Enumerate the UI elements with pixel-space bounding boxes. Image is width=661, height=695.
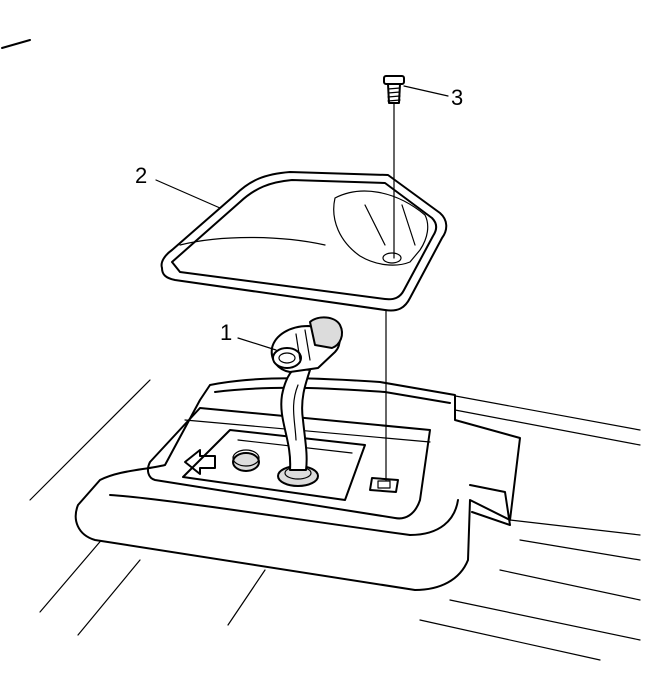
callout-label-1: 1 bbox=[220, 320, 233, 345]
shift-lever-boot bbox=[277, 367, 319, 487]
leader-lines bbox=[155, 85, 449, 351]
callout-label-2: 2 bbox=[135, 163, 148, 188]
console-cover bbox=[160, 171, 448, 312]
floor-panel-lines bbox=[1, 39, 641, 661]
screw bbox=[383, 75, 405, 104]
alignment-lines bbox=[385, 103, 395, 481]
callout-label-3: 3 bbox=[451, 85, 464, 110]
shift-knob bbox=[270, 316, 343, 373]
